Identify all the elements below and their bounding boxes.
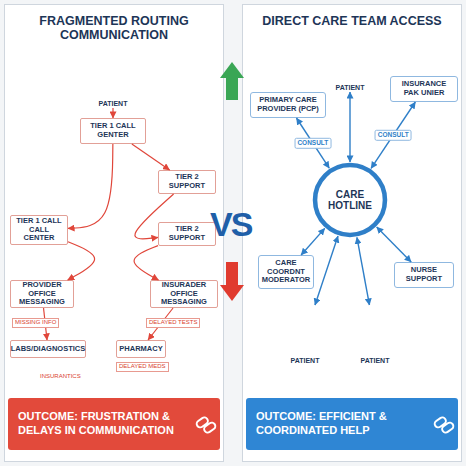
link-loop (195, 416, 209, 429)
node-text: TIER 1 CALL GENTER (84, 122, 142, 139)
link-loop (203, 421, 217, 434)
node-text: PATIENT (336, 84, 365, 92)
connector-arrow (112, 108, 113, 118)
connector-arrow (68, 242, 95, 280)
node-text: PATIENT (291, 357, 320, 365)
process-box: LABS/DIAGNOSTICS (10, 340, 86, 358)
connector-arrow (134, 246, 158, 280)
edge-label: CONSULT (375, 130, 412, 140)
actor-node: PATIENT (350, 305, 400, 365)
connector-arrow (357, 237, 370, 305)
note-text: INSURANTICS (40, 373, 81, 381)
node-text: PATIENT (361, 357, 390, 365)
node-text: INSURADER OFFICE MESSAGING (154, 281, 214, 307)
link-loop (433, 416, 447, 429)
process-box: TIER 1 CALL GENTER (80, 118, 146, 144)
circle-ring (315, 165, 385, 235)
node-text: CARE HOTLINE (324, 189, 376, 212)
node-text: OUTCOME: EFFICIENT & COORDINATED HELP (256, 410, 422, 438)
node-text: INSURANCE PAK UNIER (394, 80, 454, 97)
node-text: OUTCOME: FRUSTRATION & DELAYS IN COMMUNI… (18, 410, 184, 438)
outcome-banner: OUTCOME: FRUSTRATION & DELAYS IN COMMUNI… (8, 398, 220, 450)
process-box: NURSE SUPPORT (394, 262, 454, 288)
panel: DIRECT CARE TEAM ACCESS PRIMARY CARE PROV… (242, 4, 462, 462)
node-text: DIRECT CARE TEAM ACCESS (252, 14, 451, 28)
connector-arrow (68, 144, 113, 228)
actor-node: PATIENT (325, 30, 375, 92)
process-box: PRIMARY CARE PROVIDER (PCP) (250, 92, 326, 118)
process-box: INSURANCE PAK UNIER (390, 76, 458, 102)
process-box: TIER 2 SUPPORT (158, 222, 216, 246)
outcome-banner: OUTCOME: EFFICIENT & COORDINATED HELP (246, 398, 458, 450)
note-text: DELAYED TESTS (146, 318, 200, 328)
connector-arrow (377, 227, 411, 262)
node-text: PHARMACY (119, 345, 162, 354)
node-text: TIER 2 SUPPORT (162, 225, 212, 242)
node-text: PATIENT (99, 100, 128, 108)
process-box: PHARMACY (116, 340, 166, 358)
process-box: INSURADER OFFICE MESSAGING (150, 280, 218, 308)
process-box: TIER 1 CALL CALL CENTER (10, 215, 68, 245)
edge-label: CONSULT (294, 138, 331, 148)
connector-arrow (371, 102, 415, 168)
actor-node: PATIENT (280, 305, 330, 365)
node-text: FRAGMENTED ROUTING COMMUNICATION (5, 14, 223, 43)
link-icon (195, 416, 216, 434)
node-text: TIER 1 CALL CALL CENTER (14, 217, 64, 243)
node-text: CARE COORDNT MODERATOR (262, 259, 310, 285)
process-box: PROVIDER OFFICE MESSAGING (10, 280, 74, 308)
node-text: NURSE SUPPORT (398, 266, 450, 283)
node-text: PRIMARY CARE PROVIDER (PCP) (254, 96, 322, 113)
process-box: TIER 2 SUPPORT (158, 170, 216, 194)
connector-arrow (349, 92, 350, 162)
up-arrow (220, 62, 244, 100)
actor-node: PATIENT (88, 52, 138, 108)
link-loop (441, 421, 455, 434)
node-text: LABS/DIAGNOSTICS (11, 345, 86, 354)
note-text: DELAYED MEDS (116, 362, 169, 372)
connector-arrow (135, 194, 174, 239)
note-text: MISSING INFO (12, 318, 59, 328)
connector-arrow (315, 236, 338, 305)
vs-mark: VS (210, 207, 251, 241)
link-icon (433, 416, 454, 434)
node-text: TIER 2 SUPPORT (162, 173, 212, 190)
hub-circle: CARE HOTLINE (312, 162, 388, 238)
down-arrow (220, 262, 244, 301)
connector-arrow (132, 144, 170, 170)
process-box: CARE COORDNT MODERATOR (258, 255, 314, 289)
connector-arrow (301, 228, 325, 255)
panel: FRAGMENTED ROUTING COMMUNICATION PATIENT T… (4, 4, 224, 462)
node-text: PROVIDER OFFICE MESSAGING (14, 281, 70, 307)
